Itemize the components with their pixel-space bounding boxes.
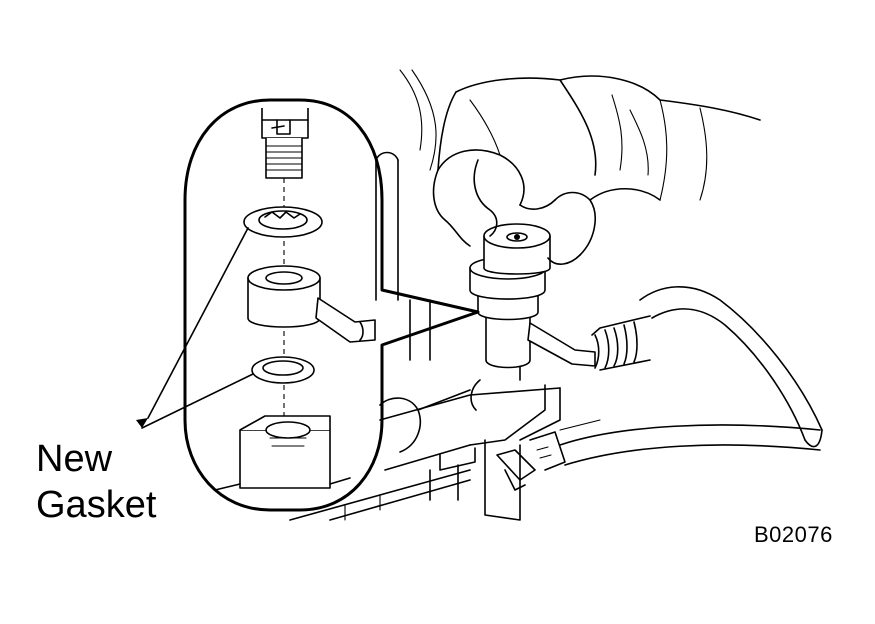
figure-code: B02076 bbox=[754, 522, 833, 547]
pressure-regulator bbox=[469, 223, 823, 448]
leader-line-upper-gasket bbox=[147, 227, 249, 419]
new-gasket-label: New Gasket bbox=[36, 436, 156, 528]
new-gasket-label-line1: New bbox=[36, 438, 113, 480]
union-bolt bbox=[261, 108, 309, 179]
engine-background bbox=[289, 69, 821, 521]
fuel-delivery-pipe-port bbox=[214, 415, 351, 491]
upper-gasket bbox=[243, 206, 323, 238]
exploded-view-callout bbox=[136, 98, 480, 512]
leader-line-lower-gasket bbox=[141, 373, 254, 429]
hand bbox=[432, 75, 761, 265]
new-gasket-label-line2: Gasket bbox=[36, 484, 157, 526]
union-fitting bbox=[247, 265, 376, 343]
lower-gasket bbox=[251, 356, 315, 384]
